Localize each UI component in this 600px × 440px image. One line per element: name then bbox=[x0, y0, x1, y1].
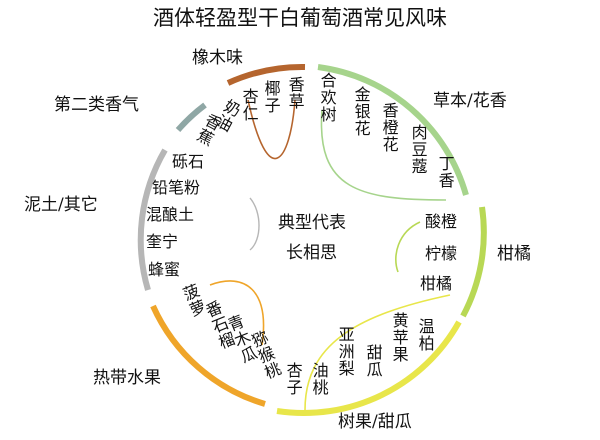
category-label-earth: 泥土/其它 bbox=[24, 195, 98, 215]
category-label-oak: 橡木味 bbox=[192, 48, 243, 68]
flavor-item-asian-pear: 亚洲梨 bbox=[335, 326, 355, 377]
flavor-item-clove: 丁香 bbox=[435, 155, 455, 189]
flavor-item-lemon: 柠檬 bbox=[425, 244, 458, 263]
flavor-item-quinine: 奎宁 bbox=[146, 232, 179, 251]
earth-arc bbox=[137, 148, 168, 291]
flavor-item-tangerine: 柑橘 bbox=[420, 274, 453, 293]
flavor-item-gravel: 砾石 bbox=[172, 152, 205, 171]
flavor-item-pencil-shavings: 铅笔粉 bbox=[152, 178, 201, 197]
flavor-item-vanilla: 香草 bbox=[285, 76, 305, 110]
herbal-connector bbox=[320, 109, 447, 201]
flavor-item-lime: 酸橙 bbox=[425, 212, 458, 231]
diagram-title: 酒体轻盈型干白葡萄酒常见风味 bbox=[153, 6, 447, 30]
center-label: 典型代表 bbox=[278, 213, 346, 233]
flavor-item-orange-blossom: 香橙花 bbox=[379, 102, 399, 153]
flavor-item-yellow-apple: 黄苹果 bbox=[389, 312, 409, 363]
tropical-connector bbox=[209, 280, 265, 346]
flavor-item-blending-soil: 混酿土 bbox=[146, 205, 195, 224]
flavor-item-almond: 杏仁 bbox=[239, 88, 259, 122]
flavor-item-nectarine: 油桃 bbox=[309, 362, 329, 396]
center-example: 长相思 bbox=[286, 243, 337, 263]
flavor-item-apricot: 杏子 bbox=[283, 362, 303, 396]
flavor-item-nutmeg: 肉豆蔻 bbox=[408, 124, 428, 175]
category-label-tropical: 热带水果 bbox=[93, 368, 161, 388]
flavor-item-honey: 蜂蜜 bbox=[148, 260, 181, 279]
flavor-item-melon: 甜瓜 bbox=[363, 344, 383, 378]
secondary-arc bbox=[175, 102, 207, 133]
flavor-item-honeysuckle: 金银花 bbox=[351, 86, 371, 137]
tree-fruit-arc bbox=[276, 320, 462, 416]
category-label-herbal: 草本/花香 bbox=[433, 91, 507, 111]
flavor-item-quince: 温柏 bbox=[415, 318, 435, 352]
herbal-arc bbox=[317, 64, 469, 196]
tropical-arc bbox=[150, 304, 266, 407]
flavor-item-mimosa: 合欢树 bbox=[317, 72, 337, 123]
earth-connector bbox=[249, 197, 260, 251]
oak-arc bbox=[226, 63, 306, 86]
category-label-secondary: 第二类香气 bbox=[54, 95, 139, 115]
flavor-item-coconut: 椰子 bbox=[261, 80, 281, 114]
category-label-tree-fruit: 树果/甜瓜 bbox=[338, 412, 412, 432]
citrus-connector bbox=[395, 221, 421, 273]
oak-connector bbox=[247, 99, 296, 160]
category-label-citrus: 柑橘 bbox=[497, 244, 531, 264]
tree-fruit-connector bbox=[304, 294, 451, 411]
citrus-arc bbox=[460, 206, 487, 318]
